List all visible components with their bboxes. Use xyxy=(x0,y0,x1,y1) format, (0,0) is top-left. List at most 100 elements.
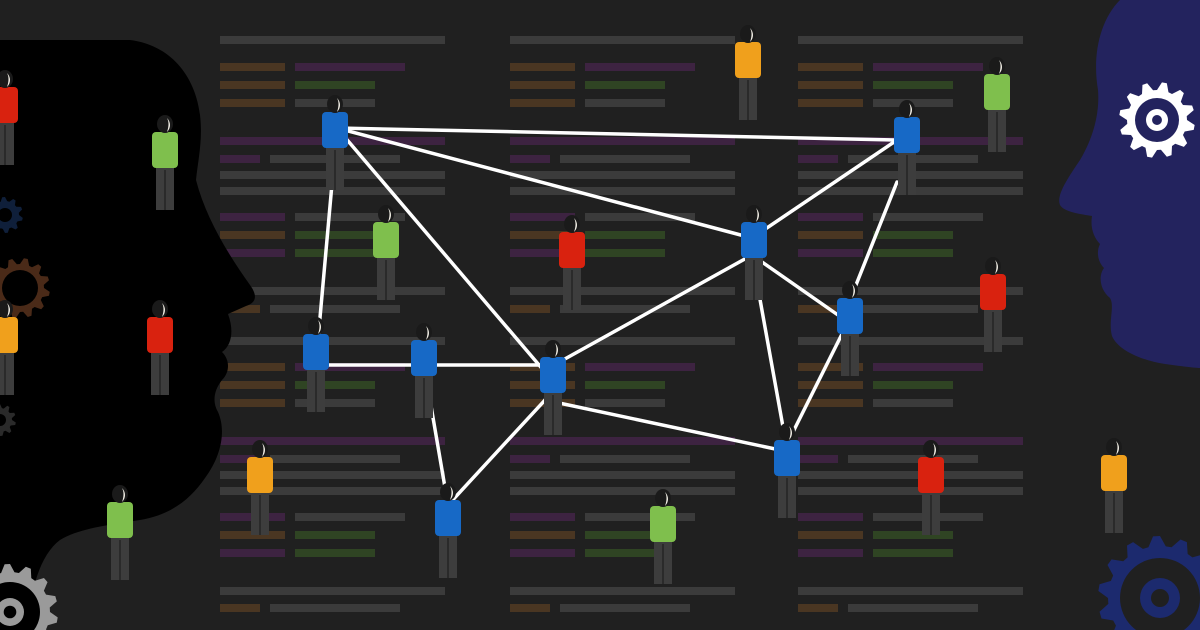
code-line xyxy=(510,63,575,71)
code-line xyxy=(798,487,1023,495)
code-line xyxy=(798,99,863,107)
code-line xyxy=(798,604,838,612)
person-icon xyxy=(247,440,273,535)
code-line xyxy=(220,213,285,221)
code-line xyxy=(585,63,695,71)
gear-icon xyxy=(1119,82,1195,158)
person-icon xyxy=(774,423,800,518)
code-line xyxy=(295,549,375,557)
code-line xyxy=(798,363,863,371)
code-line xyxy=(510,305,550,313)
code-line xyxy=(510,81,575,89)
code-line xyxy=(220,399,285,407)
code-line xyxy=(873,363,983,371)
code-line xyxy=(873,231,953,239)
gear-icon xyxy=(0,197,23,233)
connection-line xyxy=(446,398,547,507)
code-line xyxy=(220,604,260,612)
code-line xyxy=(510,171,735,179)
code-line xyxy=(510,437,735,445)
code-line xyxy=(220,36,445,44)
person-icon xyxy=(980,257,1006,352)
code-line xyxy=(798,231,863,239)
code-line xyxy=(295,381,375,389)
code-line xyxy=(585,213,695,221)
code-line xyxy=(220,437,445,445)
person-icon xyxy=(0,70,18,165)
person-icon xyxy=(735,25,761,120)
connection-line xyxy=(335,126,754,240)
code-line xyxy=(585,249,665,257)
code-line xyxy=(510,155,550,163)
code-line xyxy=(798,305,838,313)
person-icon xyxy=(373,205,399,300)
code-line xyxy=(798,549,863,557)
code-line xyxy=(270,604,400,612)
connection-line xyxy=(788,320,850,440)
connection-line xyxy=(335,126,899,142)
code-line xyxy=(510,36,735,44)
code-line xyxy=(798,587,1023,595)
code-line xyxy=(873,99,953,107)
code-line xyxy=(873,249,953,257)
connection-line xyxy=(543,398,782,452)
code-line xyxy=(798,531,863,539)
code-line xyxy=(798,155,838,163)
code-line xyxy=(220,337,445,345)
person-icon xyxy=(411,323,437,418)
person-icon xyxy=(322,95,348,190)
code-line xyxy=(510,187,735,195)
code-line xyxy=(873,213,983,221)
code-line xyxy=(270,305,400,313)
code-line xyxy=(295,81,375,89)
person-icon xyxy=(147,300,173,395)
person-icon xyxy=(837,281,863,376)
gear-icon xyxy=(1098,536,1200,630)
code-line xyxy=(798,287,1023,295)
code-line xyxy=(510,531,575,539)
code-line xyxy=(220,587,445,595)
code-line xyxy=(560,155,690,163)
person-icon xyxy=(435,483,461,578)
code-line xyxy=(295,63,405,71)
code-line xyxy=(510,549,575,557)
code-line xyxy=(220,155,260,163)
code-line xyxy=(848,305,978,313)
code-line xyxy=(510,99,575,107)
person-icon xyxy=(1101,438,1127,533)
code-line xyxy=(220,363,285,371)
code-line xyxy=(873,63,983,71)
code-line xyxy=(270,455,400,463)
code-line xyxy=(510,337,735,345)
code-line xyxy=(585,99,665,107)
code-line xyxy=(798,213,863,221)
code-line xyxy=(798,249,863,257)
code-line xyxy=(220,455,260,463)
code-line xyxy=(873,381,953,389)
gear-icon xyxy=(0,564,58,630)
code-line xyxy=(220,287,445,295)
code-line xyxy=(295,213,405,221)
code-line xyxy=(295,363,405,371)
connection-line xyxy=(750,138,899,240)
code-line xyxy=(798,36,1023,44)
code-line xyxy=(220,231,285,239)
code-line xyxy=(873,81,953,89)
code-line xyxy=(510,287,735,295)
code-line xyxy=(220,81,285,89)
code-line xyxy=(510,455,550,463)
code-line xyxy=(798,81,863,89)
code-line xyxy=(220,471,445,479)
code-line xyxy=(220,99,285,107)
code-line xyxy=(848,455,978,463)
person-icon xyxy=(540,340,566,435)
code-line xyxy=(798,455,838,463)
code-line xyxy=(798,63,863,71)
code-line xyxy=(560,305,690,313)
person-icon xyxy=(894,100,920,195)
code-line xyxy=(798,471,1023,479)
code-line xyxy=(798,437,1023,445)
person-icon xyxy=(152,115,178,210)
person-icon xyxy=(559,215,585,310)
